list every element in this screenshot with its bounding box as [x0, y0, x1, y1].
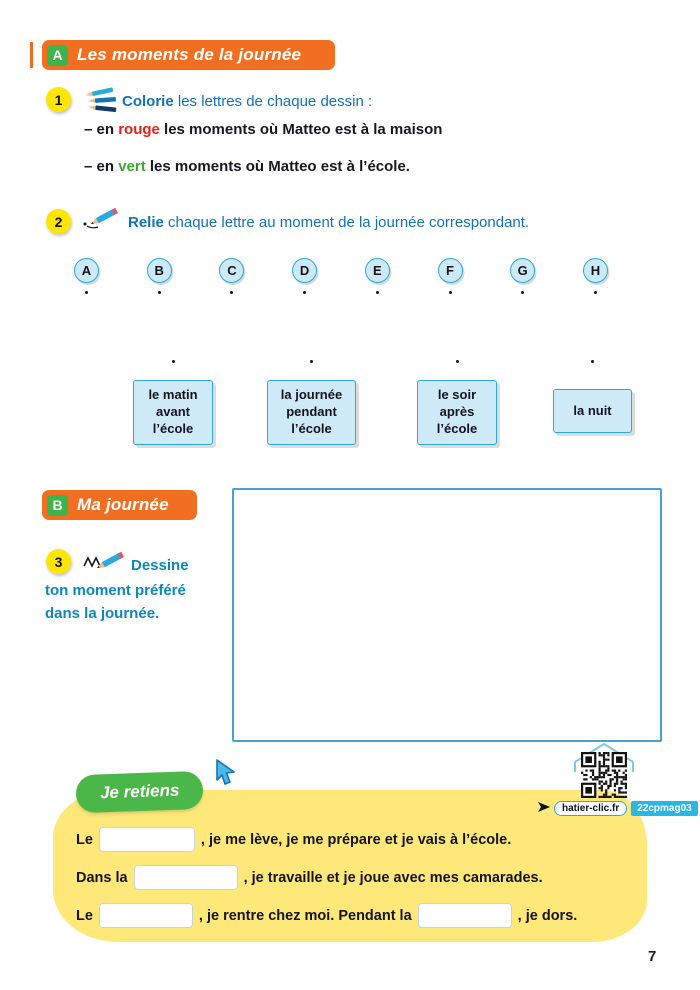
section-a-title: Les moments de la journée	[77, 45, 302, 64]
exercise-2-verb: Relie	[128, 214, 164, 231]
connector-dot[interactable]	[310, 360, 313, 363]
pencil-icon	[82, 202, 124, 237]
je-retiens-badge: Je retiens	[75, 770, 205, 814]
drawing-area[interactable]	[232, 488, 662, 742]
connector-dot[interactable]	[448, 291, 452, 294]
exercise-1-instruction: Colorie les lettres de chaque dessin :	[122, 93, 372, 110]
sentence-text: Le	[76, 831, 93, 848]
fill-blank-input[interactable]	[98, 827, 195, 852]
exercise-2-number: 2	[46, 209, 71, 234]
letter-unit: D	[292, 258, 318, 294]
margin-accent	[30, 42, 33, 68]
page-number: 7	[648, 948, 657, 965]
exercise-3-verb: Dessine	[131, 557, 189, 574]
rule-prefix: – en	[84, 158, 119, 175]
cursor-arrow-icon	[538, 799, 550, 817]
fill-blank-input[interactable]	[417, 903, 512, 928]
retain-sentence-1: Le , je me lève, je me prépare et je vai…	[76, 827, 511, 852]
letter-badge-f[interactable]: F	[437, 258, 463, 283]
pencil-scribble-icon	[82, 544, 128, 581]
color-word-rouge: rouge	[118, 121, 160, 138]
retain-sentence-3: Le , je rentre chez moi. Pendant la , je…	[76, 903, 577, 928]
moment-journee: la journée pendant l’école	[267, 360, 356, 445]
letter-unit: F	[437, 258, 463, 294]
hatier-link-group: hatier-clic.fr 22cpmag03	[538, 799, 698, 817]
connector-dot[interactable]	[375, 291, 379, 294]
moment-box[interactable]: la journée pendant l’école	[267, 380, 356, 445]
sentence-text: , je rentre chez moi. Pendant la	[198, 907, 412, 924]
moment-matin: le matin avant l’école	[133, 360, 213, 445]
exercise-1-instruction-rest: les lettres de chaque dessin :	[173, 93, 373, 110]
exercise-3-instruction-rest: ton moment préféré dans la journée.	[45, 582, 186, 622]
letter-unit: B	[146, 258, 172, 294]
section-b-banner: B Ma journée	[42, 490, 197, 520]
connector-dot[interactable]	[593, 291, 597, 294]
hatier-link[interactable]: hatier-clic.fr	[554, 800, 628, 816]
connector-dot[interactable]	[521, 291, 525, 294]
connector-dot[interactable]	[157, 291, 161, 294]
section-a-banner: A Les moments de la journée	[42, 40, 336, 70]
letter-unit: A	[74, 258, 99, 294]
hatier-code: 22cpmag03	[631, 800, 698, 816]
sentence-text: , je travaille et je joue avec mes camar…	[243, 869, 543, 886]
sentence-text: Le	[76, 907, 93, 924]
letter-unit: C	[219, 258, 245, 294]
letter-badge-b[interactable]: B	[146, 258, 172, 283]
section-b-badge: B	[47, 494, 68, 516]
exercise-2-instruction: Relie chaque lettre au moment de la jour…	[128, 214, 529, 231]
rule-suffix: les moments où Matteo est à la maison	[159, 121, 443, 138]
section-b-title: Ma journée	[77, 495, 169, 514]
retain-sentence-2: Dans la , je travaille et je joue avec m…	[76, 865, 543, 890]
moment-nuit: la nuit	[553, 360, 632, 433]
letter-badge-c[interactable]: C	[219, 258, 245, 283]
moment-soir: le soir après l’école	[417, 360, 497, 445]
exercise-1-rule-red: – en rouge les moments où Matteo est à l…	[84, 121, 442, 138]
sentence-text: , je dors.	[517, 907, 578, 924]
letter-badge-h[interactable]: H	[582, 258, 608, 283]
sentence-text: Dans la	[76, 869, 128, 886]
letter-badge-e[interactable]: E	[364, 258, 390, 283]
qr-code	[581, 752, 627, 798]
crayons-icon	[84, 86, 118, 121]
moment-box[interactable]: le soir après l’école	[417, 380, 497, 445]
fill-blank-input[interactable]	[133, 865, 238, 890]
sentence-text: , je me lève, je me prépare et je vais à…	[200, 831, 512, 848]
connector-dot[interactable]	[230, 291, 234, 294]
qr-house-group	[567, 740, 641, 804]
letter-badge-g[interactable]: G	[510, 258, 536, 283]
section-a-badge: A	[47, 44, 68, 66]
letter-badge-d[interactable]: D	[292, 258, 318, 283]
letter-unit: G	[510, 258, 536, 294]
exercise-2-instruction-rest: chaque lettre au moment de la journée co…	[163, 214, 530, 231]
moment-box[interactable]: la nuit	[553, 389, 632, 433]
connector-dot[interactable]	[303, 291, 307, 294]
connector-dot[interactable]	[455, 360, 459, 363]
letter-unit: H	[582, 258, 608, 294]
exercise-1-number: 1	[46, 87, 71, 112]
letters-row: A B C D E F G H	[74, 258, 608, 294]
exercise-1-rule-green: – en vert les moments où Matteo est à l’…	[84, 158, 410, 175]
exercise-3-number: 3	[46, 549, 71, 574]
letter-badge-a[interactable]: A	[74, 258, 99, 283]
rule-suffix: les moments où Matteo est à l’école.	[145, 158, 410, 175]
color-word-vert: vert	[118, 158, 146, 175]
connector-dot[interactable]	[85, 291, 88, 294]
exercise-1-verb: Colorie	[122, 93, 174, 110]
letter-unit: E	[364, 258, 390, 294]
moment-box[interactable]: le matin avant l’école	[133, 380, 213, 445]
fill-blank-input[interactable]	[98, 903, 193, 928]
connector-dot[interactable]	[591, 360, 594, 363]
hand-cursor-icon	[212, 758, 238, 795]
connector-dot[interactable]	[171, 360, 175, 363]
rule-prefix: – en	[84, 121, 119, 138]
